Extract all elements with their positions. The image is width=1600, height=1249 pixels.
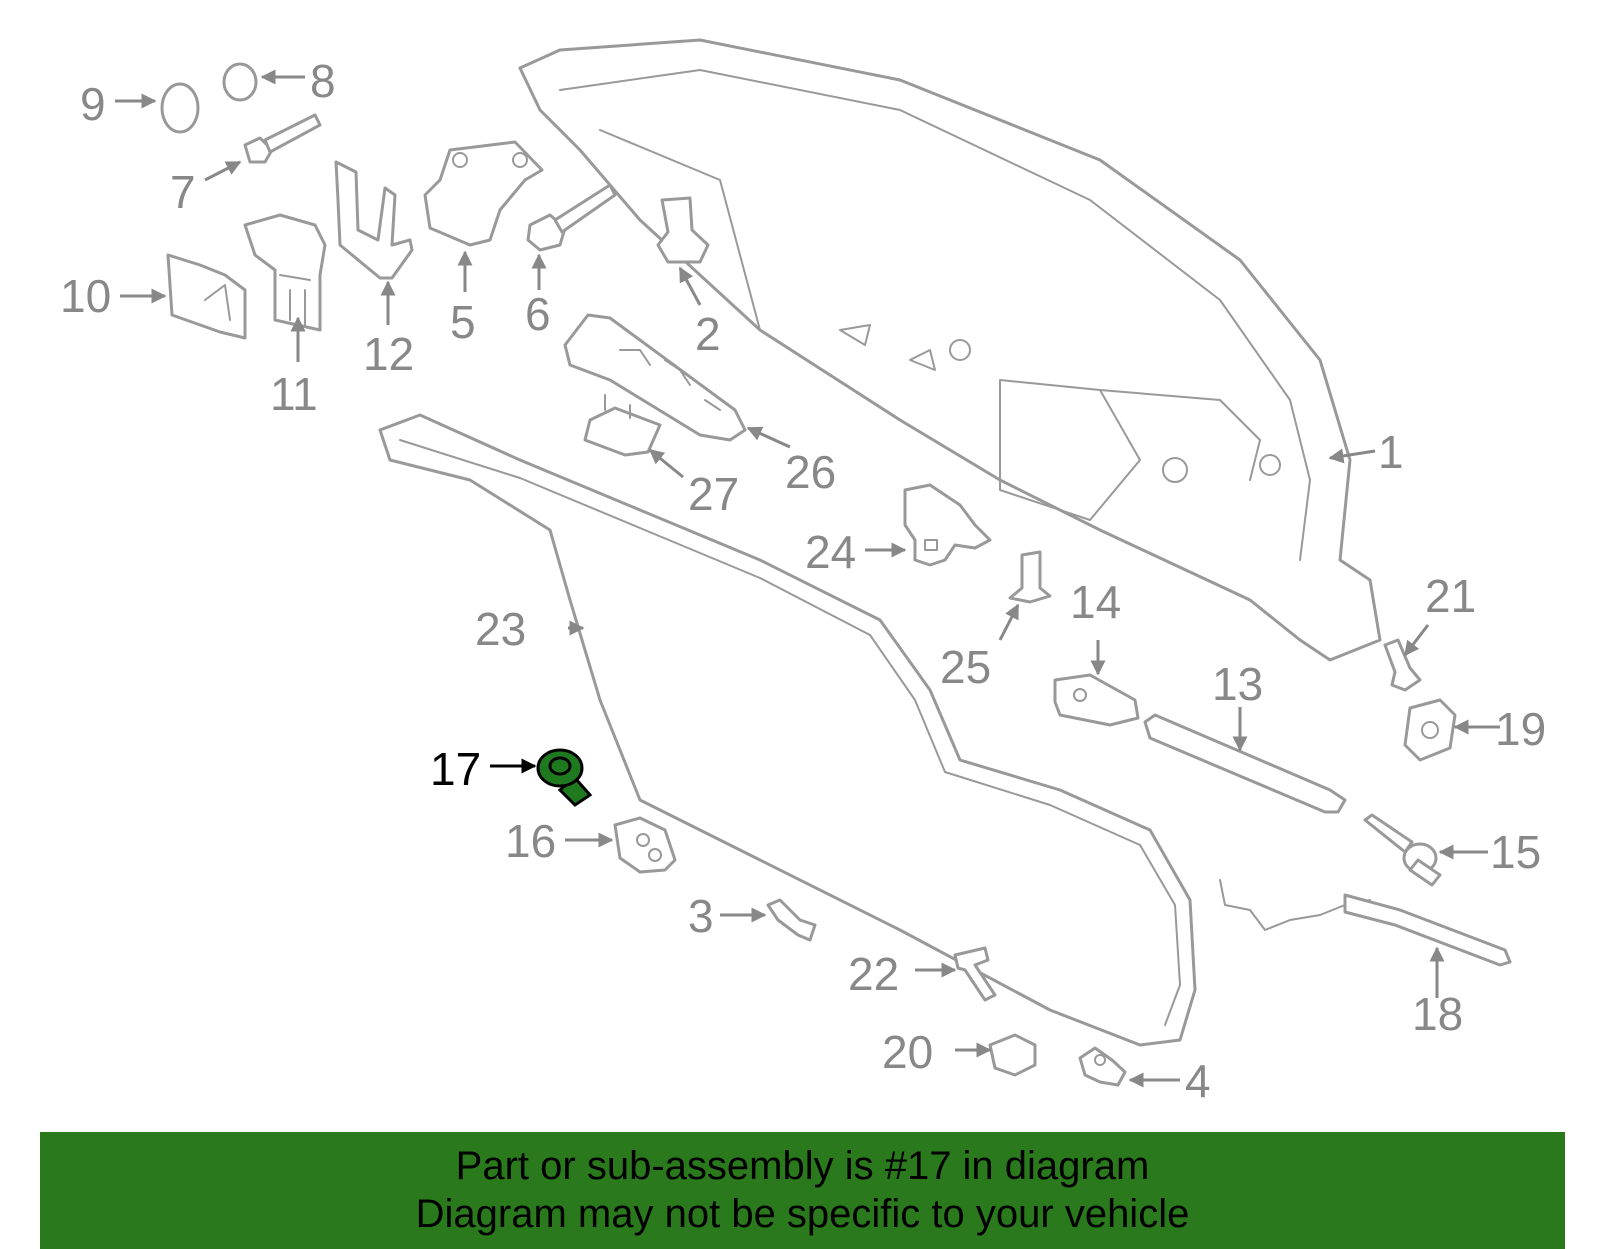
part-25-pin	[1008, 550, 1052, 604]
part-1-trunk-lid	[518, 38, 1382, 662]
part-14-bracket	[1053, 673, 1140, 727]
callout-24: 24	[805, 526, 856, 578]
part-4-clip	[1078, 1046, 1127, 1087]
part-2-bumper	[656, 196, 710, 264]
callout-arrows	[115, 69, 1500, 1088]
part-11-latch	[243, 213, 327, 332]
part-8-cap	[222, 62, 258, 102]
banner-line-1: Part or sub-assembly is #17 in diagram	[455, 1144, 1150, 1188]
part-9-o-ring	[160, 82, 200, 134]
part-16-bumper	[613, 816, 677, 874]
callout-5: 5	[450, 296, 476, 348]
part-21-bumper	[1383, 638, 1422, 692]
callout-22: 22	[848, 948, 899, 1000]
callout-23: 23	[475, 603, 526, 655]
part-10-bracket	[166, 253, 247, 340]
part-7-bolt	[243, 113, 322, 164]
part-26-handle	[563, 313, 747, 442]
part-12-bracket	[334, 160, 414, 280]
callout-25: 25	[940, 641, 991, 693]
callout-labels: 1 2 3 4 5 6 7 8 9 10 11 12 13 14 15 16 1…	[60, 55, 1546, 1107]
callout-9: 9	[80, 78, 106, 130]
callout-16: 16	[505, 815, 556, 867]
callout-20: 20	[882, 1026, 933, 1078]
part-15-ball-stud	[1363, 813, 1442, 887]
part-6-bolt	[526, 183, 617, 252]
part-3-pin	[766, 898, 817, 942]
part-20-cap	[988, 1033, 1037, 1077]
info-banner: Part or sub-assembly is #17 in diagram D…	[40, 1132, 1565, 1249]
part-19-plate	[1403, 698, 1457, 762]
callout-26: 26	[785, 446, 836, 498]
callout-19: 19	[1495, 703, 1546, 755]
callout-14: 14	[1070, 576, 1121, 628]
callout-6: 6	[525, 288, 551, 340]
part-24-striker	[903, 483, 992, 567]
callout-1: 1	[1378, 426, 1404, 478]
callout-8: 8	[310, 55, 336, 107]
callout-13: 13	[1212, 658, 1263, 710]
part-22-pin	[953, 946, 997, 1002]
callout-11: 11	[270, 368, 318, 420]
part-5-hinge-bracket	[423, 140, 544, 247]
part-23-weatherstrip	[378, 413, 1197, 1047]
part-18-cable	[1219, 879, 1512, 967]
callout-17: 17	[430, 743, 481, 795]
callout-4: 4	[1185, 1055, 1211, 1107]
callout-18: 18	[1412, 988, 1463, 1040]
banner-line-2: Diagram may not be specific to your vehi…	[415, 1192, 1190, 1236]
callout-12: 12	[363, 328, 414, 380]
callout-7: 7	[170, 166, 196, 218]
callout-10: 10	[60, 270, 111, 322]
part-27-clip	[583, 394, 662, 457]
callout-21: 21	[1425, 570, 1476, 622]
part-13-strut	[1143, 713, 1347, 814]
part-17-nut-highlighted	[536, 748, 593, 807]
callout-15: 15	[1490, 826, 1541, 878]
callout-27: 27	[688, 468, 739, 520]
callout-3: 3	[688, 890, 714, 942]
callout-2: 2	[695, 308, 721, 360]
